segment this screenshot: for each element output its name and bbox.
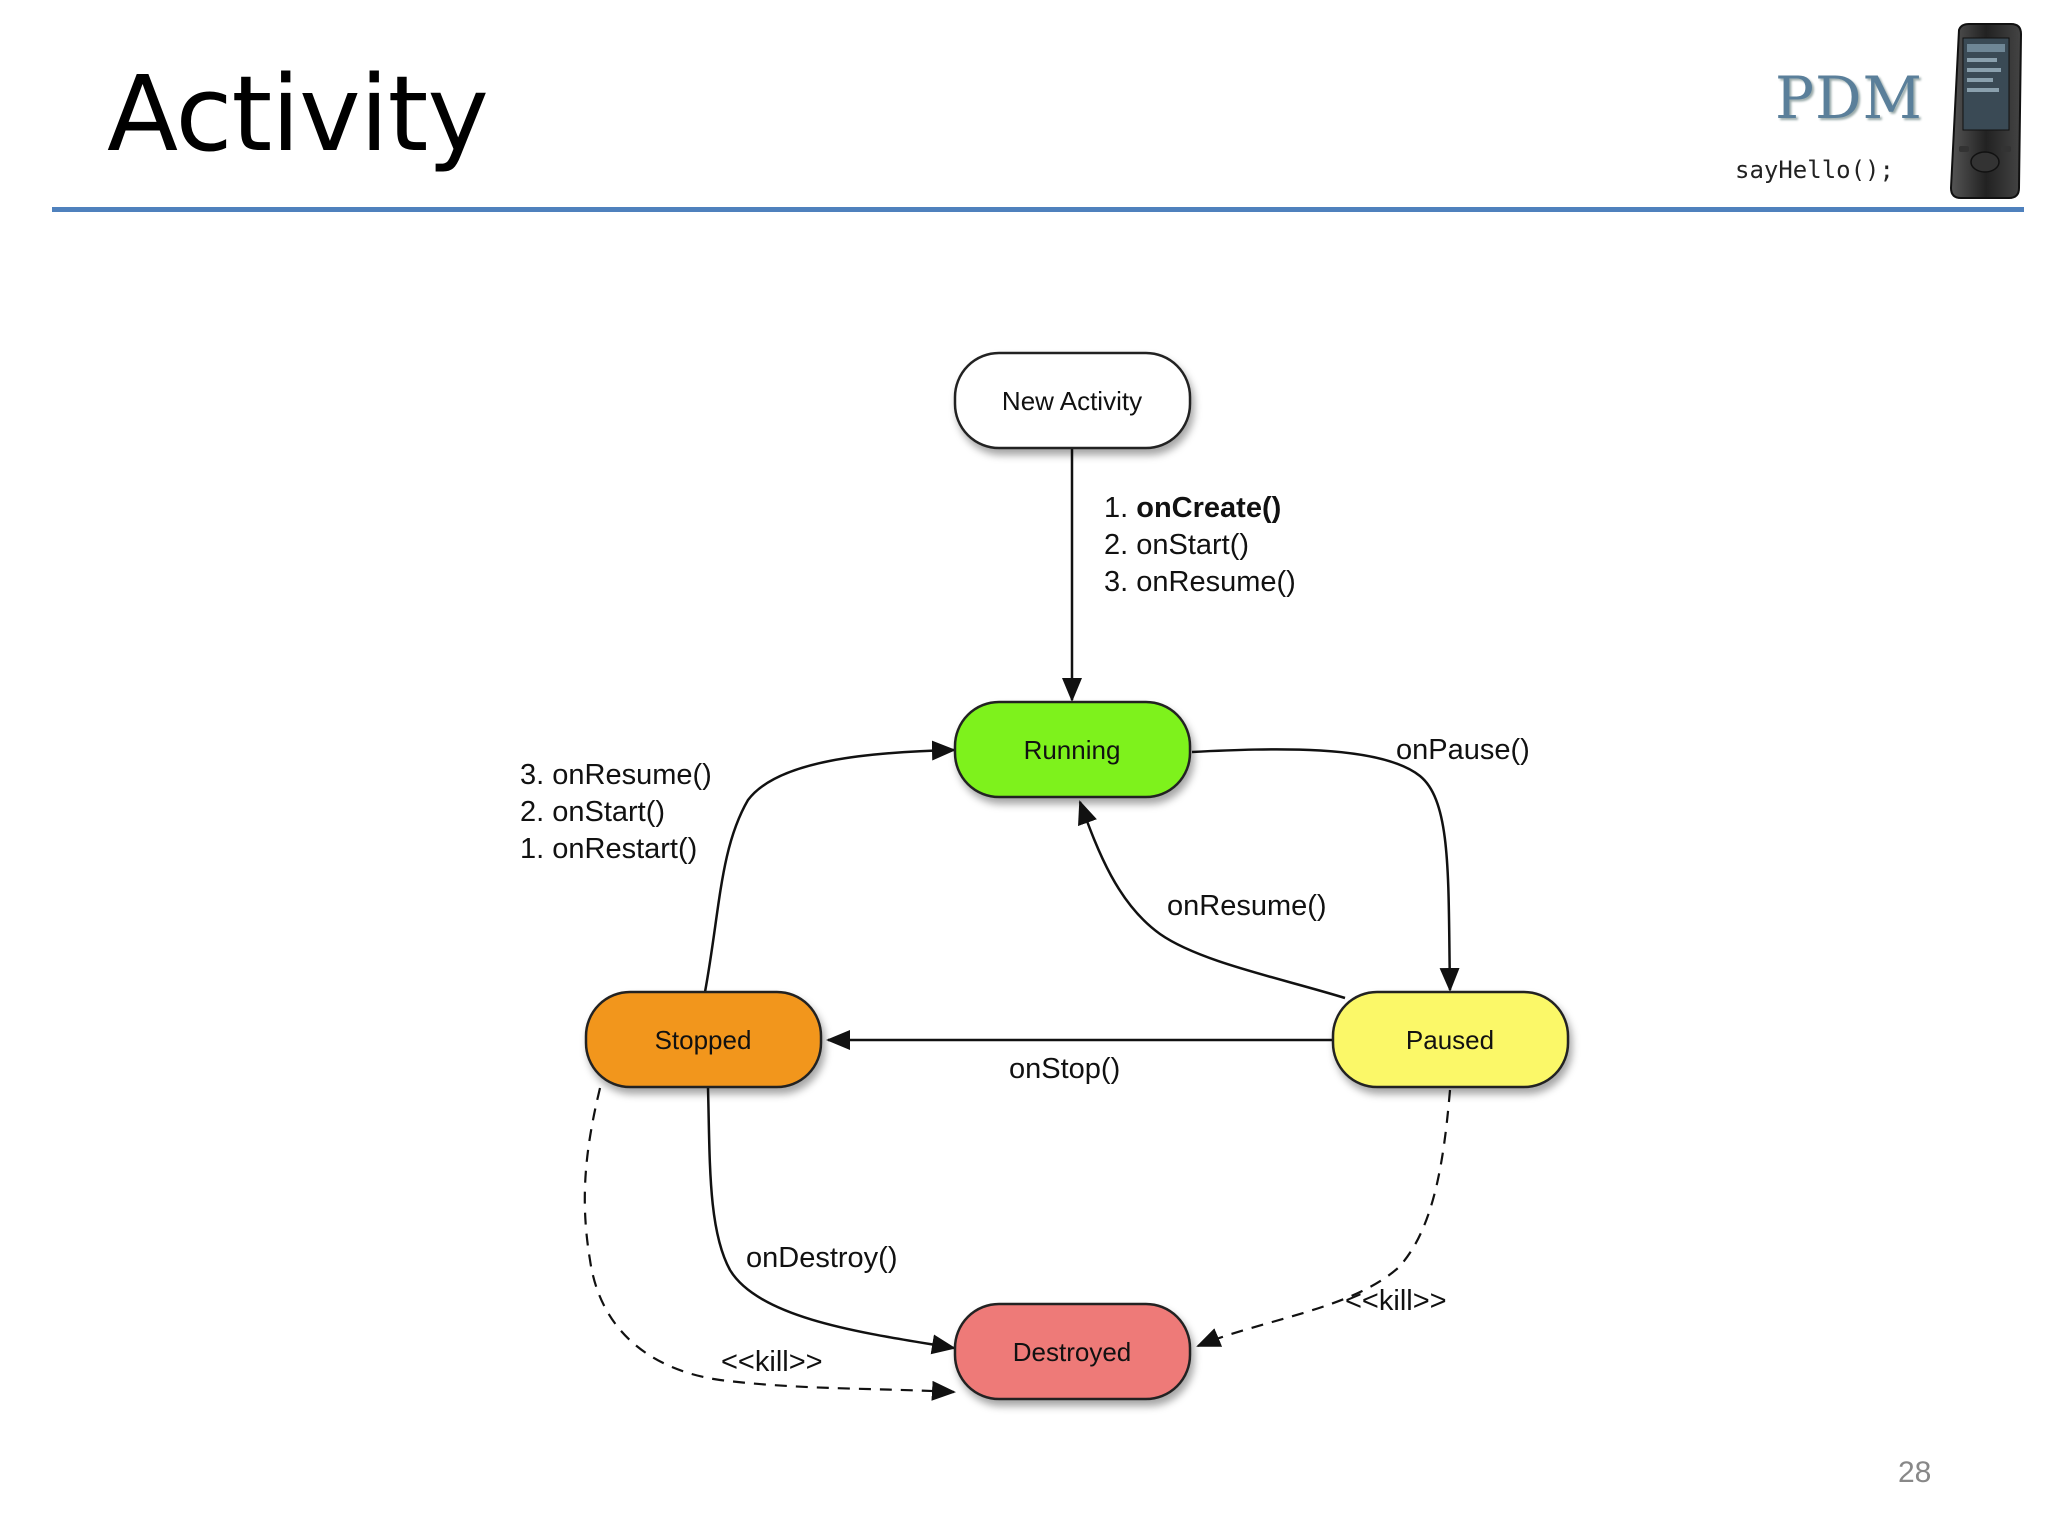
edge-restart [703, 740, 956, 993]
pdm-logo: PDM sayHello(); [1735, 16, 2035, 206]
create-step-1-method: onCreate() [1136, 492, 1281, 524]
logo-brand: PDM [1775, 64, 1923, 132]
node-paused [1331, 990, 1570, 1089]
stop-label: onStop() [1009, 1053, 1120, 1085]
node-running [953, 700, 1192, 799]
destroy-label: onDestroy() [746, 1242, 898, 1274]
resume-label: onResume() [1167, 890, 1327, 922]
create-step-1-prefix: 1. [1104, 492, 1136, 524]
node-paused-label: Paused [1406, 1025, 1494, 1055]
pause-label: onPause() [1396, 734, 1530, 766]
restart-step-2: 2. onStart() [520, 796, 665, 828]
edge-resume [1078, 800, 1346, 1000]
node-stopped-label: Stopped [655, 1025, 752, 1055]
edge-destroy [706, 1087, 956, 1355]
create-step-2: 2. onStart() [1104, 529, 1249, 561]
title-divider [52, 207, 2024, 212]
page-number: 28 [1898, 1456, 1932, 1489]
create-step-1: 1. onCreate() [1104, 492, 1281, 524]
node-new-activity-label: New Activity [1002, 386, 1142, 416]
edge-kill-paused [1196, 1089, 1452, 1348]
logo-tagline: sayHello(); [1735, 156, 1894, 184]
phone-icon [1949, 23, 2023, 199]
edge-kill-stopped [583, 1087, 956, 1401]
node-running-label: Running [1024, 735, 1121, 765]
node-destroyed-label: Destroyed [1013, 1337, 1132, 1367]
kill-stopped-label: <<kill>> [721, 1346, 823, 1378]
slide-title: Activity [107, 53, 489, 175]
node-stopped [584, 990, 823, 1089]
node-new-activity [953, 351, 1192, 450]
restart-step-1: 1. onRestart() [520, 833, 697, 865]
edge-pause [1191, 748, 1460, 992]
restart-step-3: 3. onResume() [520, 759, 712, 791]
node-destroyed [953, 1302, 1192, 1401]
kill-paused-label: <<kill>> [1345, 1285, 1447, 1317]
create-step-3: 3. onResume() [1104, 566, 1296, 598]
